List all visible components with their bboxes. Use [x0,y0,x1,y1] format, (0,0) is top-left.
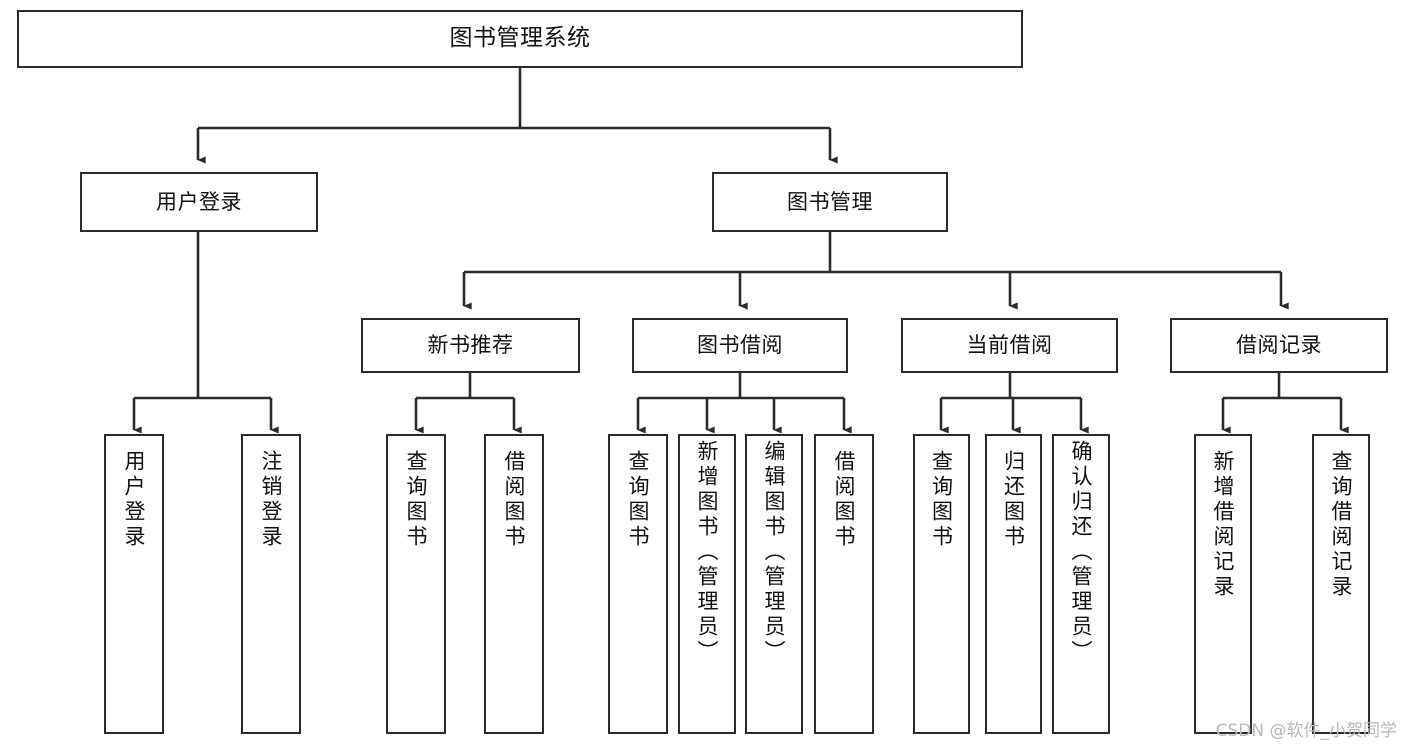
node-label: 查询图书 [929,450,954,550]
leaf-query-books-current[interactable]: 查询图书 [913,434,970,734]
node-root-system[interactable]: 图书管理系统 [17,10,1023,68]
node-new-book-recommendation[interactable]: 新书推荐 [361,318,580,373]
leaf-add-borrow-record[interactable]: 新增借阅记录 [1194,434,1252,734]
node-book-management[interactable]: 图书管理 [712,172,948,232]
leaf-query-borrow-record[interactable]: 查询借阅记录 [1312,434,1370,734]
node-label: 新增借阅记录 [1211,450,1236,600]
node-label: 当前借阅 [966,333,1053,358]
node-label: 查询借阅记录 [1329,450,1354,600]
leaf-borrow-books-recommend[interactable]: 借阅图书 [484,434,544,734]
node-book-borrowing[interactable]: 图书借阅 [632,318,848,373]
node-label: 借阅记录 [1236,333,1322,358]
leaf-user-login[interactable]: 用户登录 [104,434,164,734]
leaf-query-books-borrow[interactable]: 查询图书 [608,434,668,734]
watermark-text: CSDN @软件_小贺同学 [1215,721,1397,741]
leaf-borrow-books-borrow[interactable]: 借阅图书 [814,434,874,734]
node-borrow-records[interactable]: 借阅记录 [1170,318,1388,373]
node-label: 用户登录 [156,189,242,214]
node-label: 注销登录 [259,450,284,550]
node-label: 用户登录 [122,450,147,550]
node-label: 归还图书 [1001,450,1026,550]
node-label: 借阅图书 [832,450,857,550]
node-label: 新书推荐 [427,333,514,358]
node-label: 查询图书 [404,450,429,550]
leaf-confirm-return-admin[interactable]: 确认归还（管理员） [1052,434,1110,734]
node-label: 图书管理 [787,189,873,214]
node-label: 编辑图书（管理员） [762,440,787,665]
leaf-add-book-admin[interactable]: 新增图书（管理员） [678,434,736,734]
leaf-return-books[interactable]: 归还图书 [985,434,1042,734]
node-user-login[interactable]: 用户登录 [80,172,318,232]
node-label: 新增图书（管理员） [695,440,720,665]
leaf-logout[interactable]: 注销登录 [241,434,301,734]
node-label: 图书管理系统 [449,25,591,52]
leaf-edit-book-admin[interactable]: 编辑图书（管理员） [745,434,803,734]
node-label: 图书借阅 [697,333,783,358]
leaf-query-books-recommend[interactable]: 查询图书 [386,434,446,734]
node-label: 确认归还（管理员） [1069,440,1094,665]
node-label: 借阅图书 [502,450,527,550]
node-current-borrowing[interactable]: 当前借阅 [901,318,1118,373]
node-label: 查询图书 [626,450,651,550]
